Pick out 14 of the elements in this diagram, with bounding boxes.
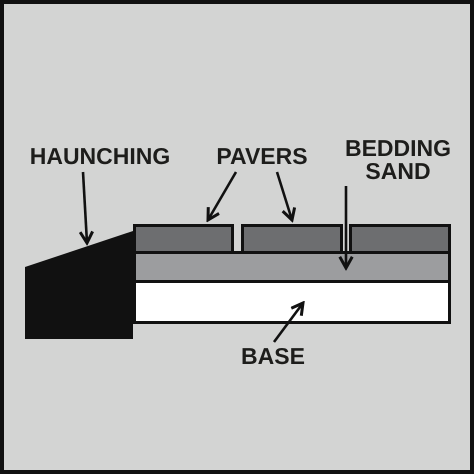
arrow (338, 186, 354, 270)
paver-block (241, 224, 343, 254)
arrow (272, 302, 304, 343)
part-label: HAUNCHING (30, 145, 170, 168)
arrow (206, 171, 238, 222)
arrow (78, 172, 94, 244)
part-label: PAVERS (216, 145, 308, 168)
part-label: BASE (241, 345, 305, 368)
base-layer (133, 280, 451, 324)
arrow (276, 172, 296, 222)
paver-block (133, 224, 234, 254)
paver-block (349, 224, 451, 254)
part-label: BEDDING SAND (341, 137, 455, 183)
haunching-block (25, 231, 133, 339)
